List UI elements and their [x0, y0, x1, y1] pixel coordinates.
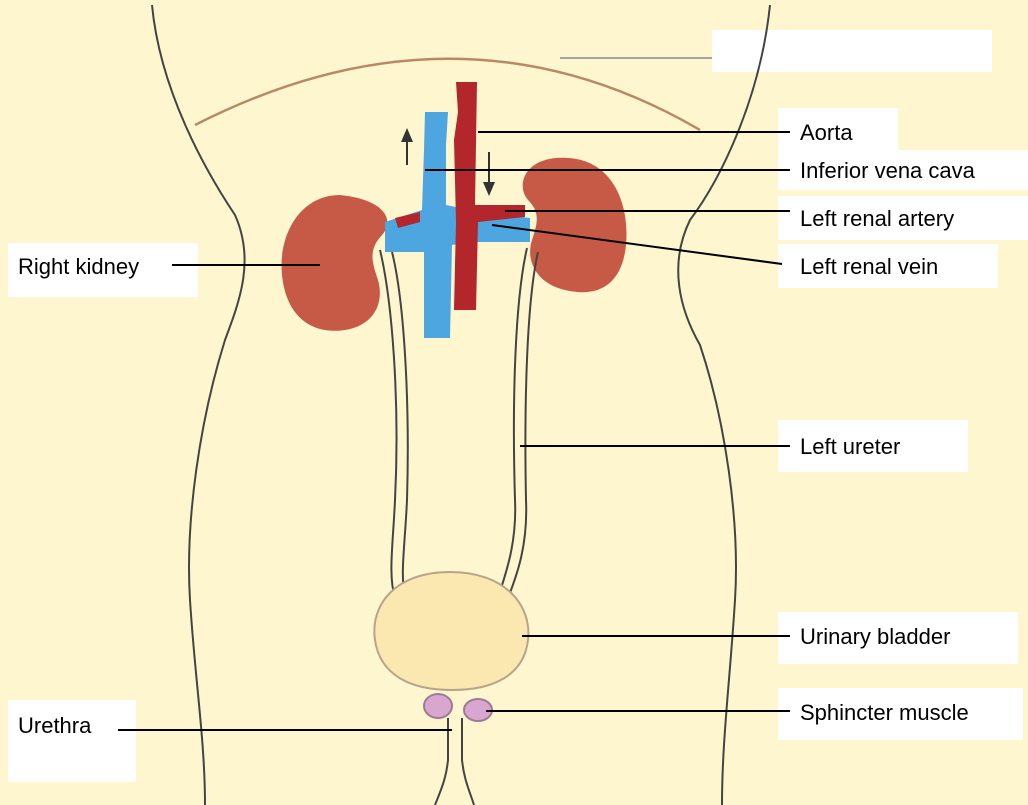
label-urinary-bladder: Urinary bladder — [800, 624, 950, 649]
sphincter-left — [424, 694, 452, 718]
blank-label-box — [712, 30, 992, 72]
label-aorta: Aorta — [800, 120, 853, 145]
urinary-bladder — [374, 572, 528, 690]
label-sphincter-muscle: Sphincter muscle — [800, 700, 969, 725]
label-left-ureter: Left ureter — [800, 434, 900, 459]
label-right-kidney: Right kidney — [18, 254, 139, 279]
label-inferior-vena-cava: Inferior vena cava — [800, 158, 976, 183]
label-left-renal-artery: Left renal artery — [800, 206, 954, 231]
label-left-renal-vein: Left renal vein — [800, 254, 938, 279]
label-urethra: Urethra — [18, 713, 92, 738]
